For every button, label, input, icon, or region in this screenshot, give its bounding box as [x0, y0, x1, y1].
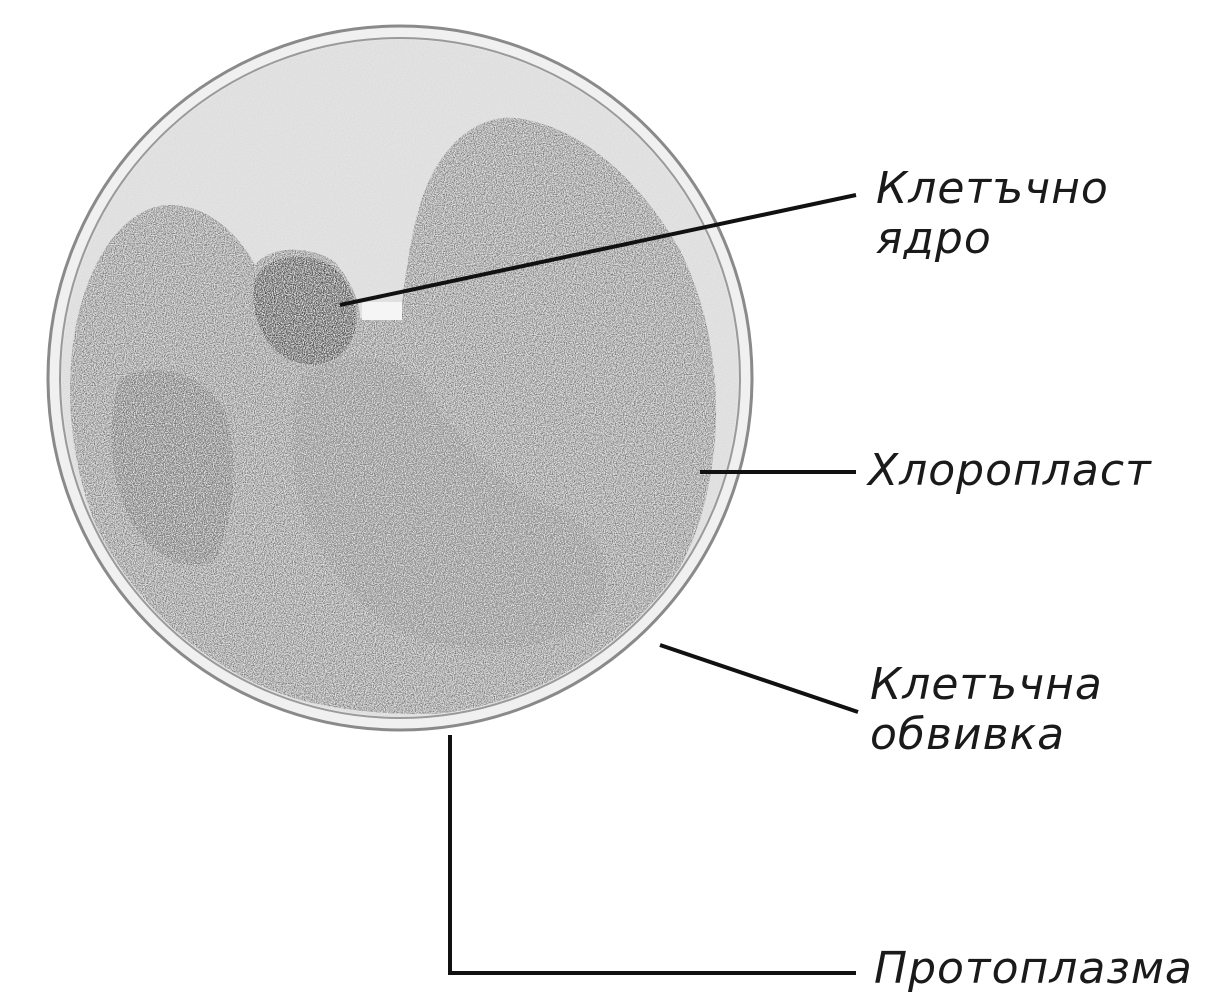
protoplasm-leader-line — [450, 735, 856, 973]
nucleus-label-line1: Клетъчно — [876, 164, 1109, 214]
nucleus-label-line2: ядро — [876, 214, 1109, 264]
cell-wall-label-line1: Клетъчна — [870, 660, 1103, 710]
protoplasm-label: Протоплазма — [874, 944, 1193, 994]
cell-wall-label-line2: обвивка — [870, 710, 1103, 760]
nucleus-notch — [362, 302, 402, 320]
nucleus-label: Клетъчно ядро — [876, 164, 1109, 264]
chloroplast-label: Хлоропласт — [868, 446, 1152, 496]
cell-wall-leader-line — [660, 645, 858, 712]
cell-wall-label: Клетъчна обвивка — [870, 660, 1103, 760]
